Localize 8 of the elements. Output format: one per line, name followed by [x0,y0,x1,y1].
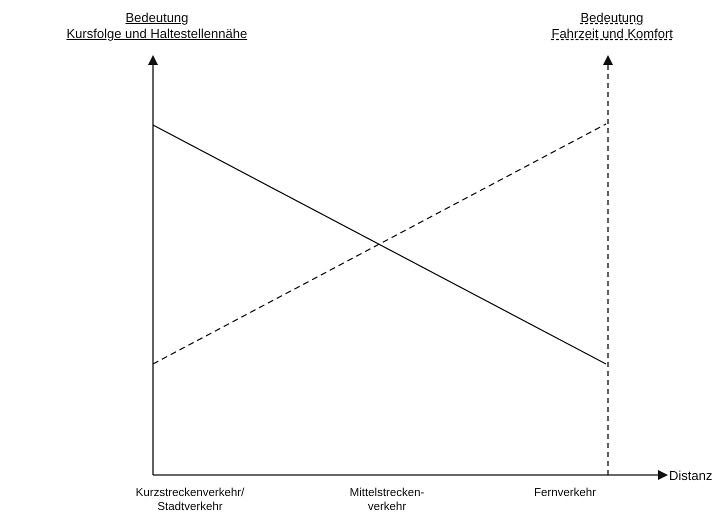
axis-title: Bedeutung [126,10,188,25]
category-label: Fernverkehr [533,486,597,500]
category-label: Kurzstreckenverkehr/ Stadtverkehr [134,486,246,514]
axis-label: Distanz [669,468,712,483]
axis-title: Kursfolge und Haltestellennähe [66,26,248,41]
axis-title: Bedeutung [580,10,644,25]
axis-title: Fahrzeit und Komfort [552,26,673,41]
category-label: Mittelstrecken- verkehr [348,486,426,514]
